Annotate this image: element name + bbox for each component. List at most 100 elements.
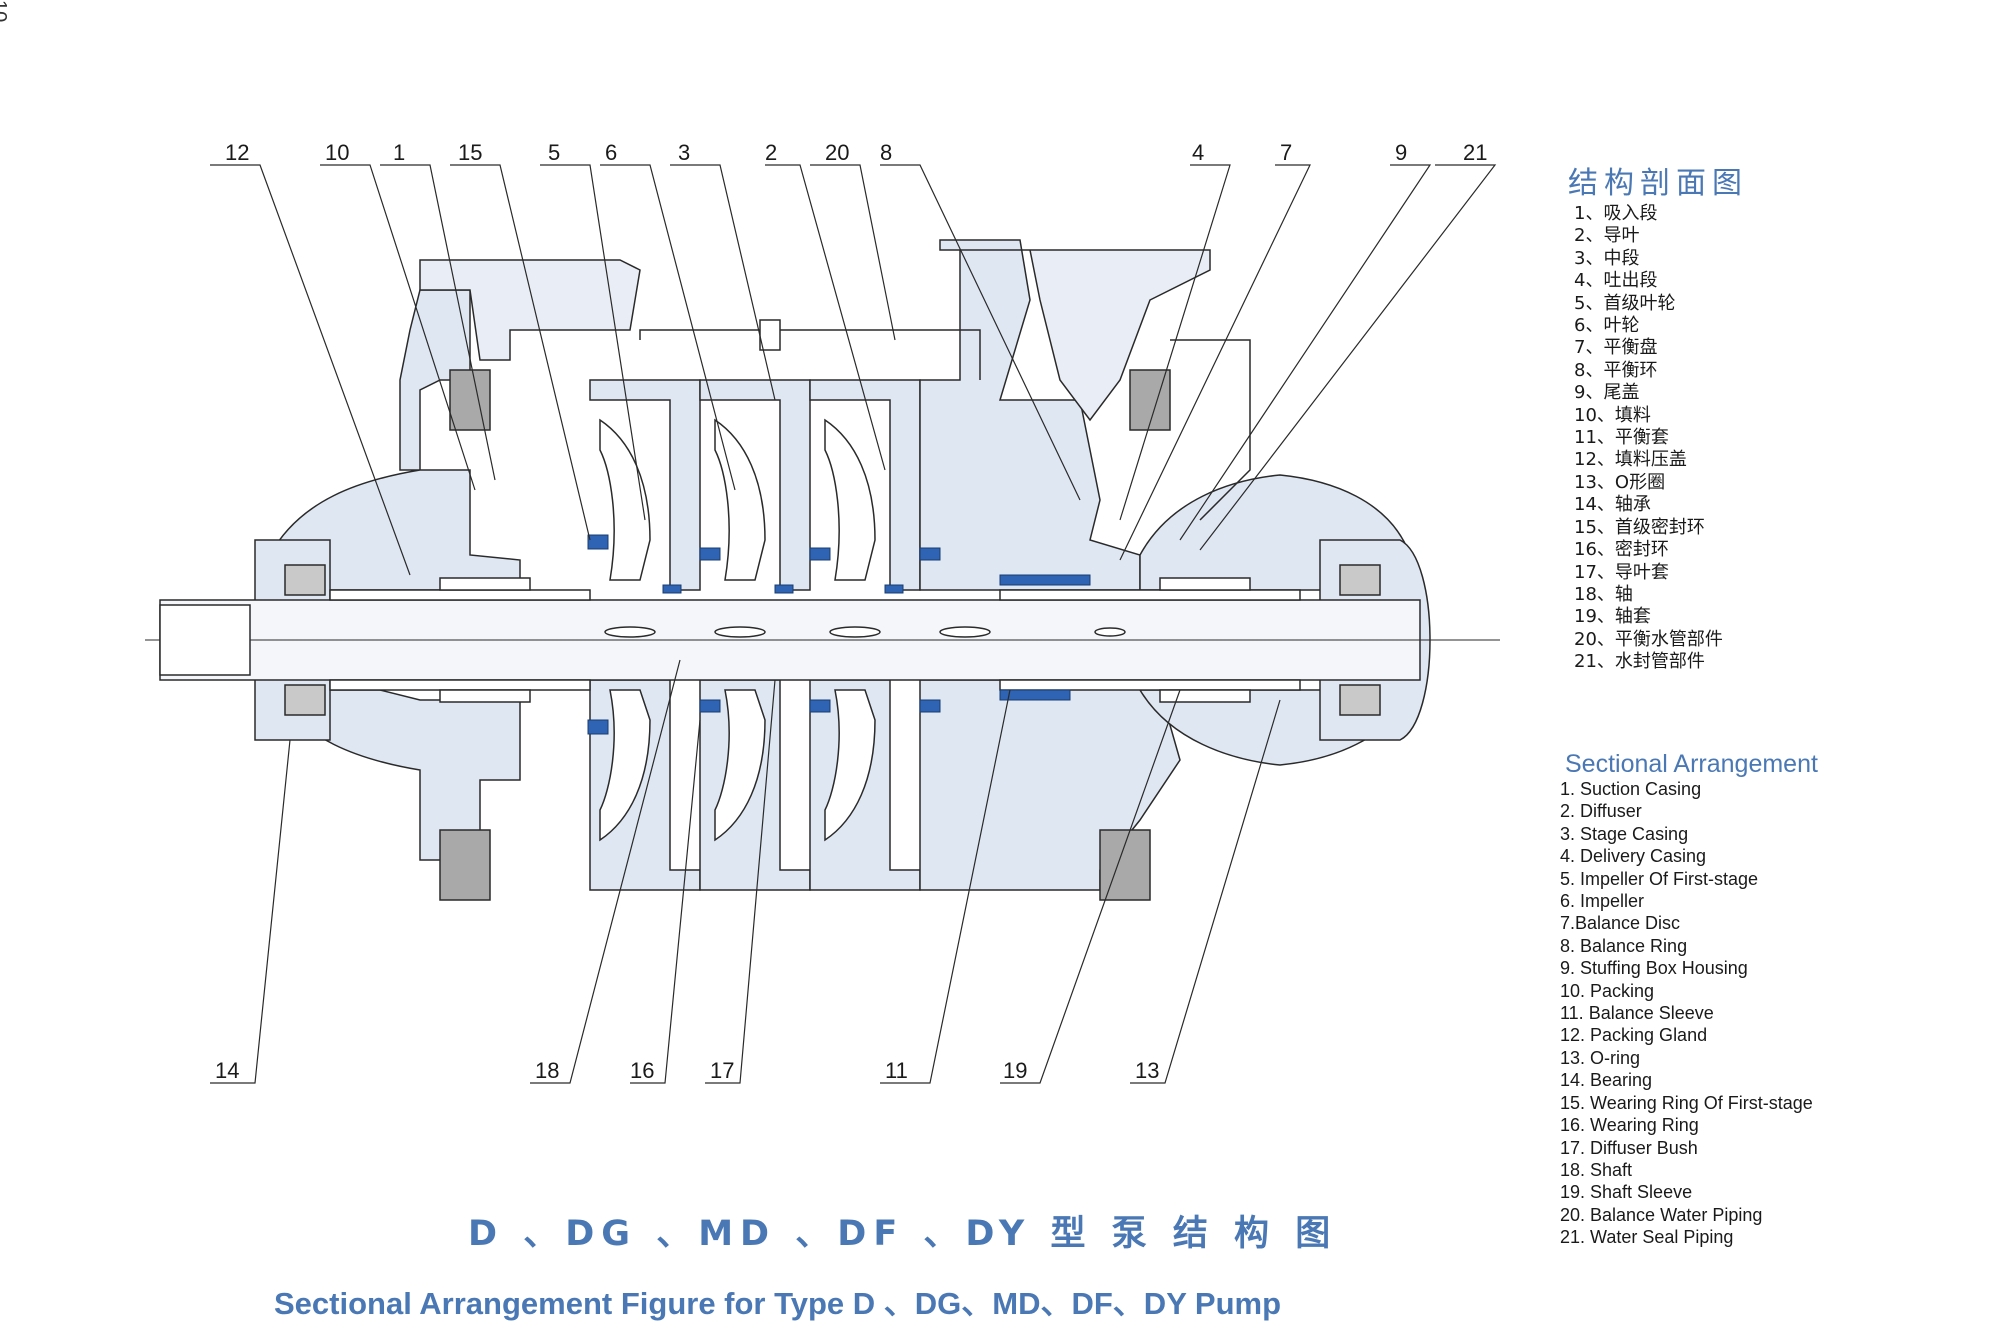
foot-right [1099,829,1151,901]
pipe-nut [759,319,781,351]
wearing-ring [699,547,721,561]
legend-en-item: 1. Suction Casing [1560,779,1702,799]
legend-en-item: 20. Balance Water Piping [1560,1204,1763,1225]
callout-top-9: 9 [1395,140,1407,165]
callout-top-7: 7 [1280,140,1292,165]
bearing-left-top [284,564,326,596]
legend-en-item: 12. Packing Gland [1560,1025,1708,1046]
callout-top-12: 12 [225,140,249,165]
sleeve-left [329,589,591,601]
legend-en-item: 3. Stage Casing [1560,823,1689,844]
balance-water-pipe [639,329,981,380]
legend-en-item: 9. Stuffing Box Housing [1560,958,1748,979]
water-seal-pipe [1170,339,1251,521]
wearing-ring [809,547,831,561]
foot-left [439,829,491,901]
packing-left-bottom [439,689,531,703]
legend-zh-item: 19、轴套 [1574,606,1651,628]
legend-zh-item: 1、吸入段 [1574,203,1658,224]
sleeve-left-low [329,679,591,691]
bearing-right-bottom [1339,684,1381,716]
diffuser-lower-2 [714,689,766,842]
legend-zh-item: 12、填料压盖 [1574,449,1687,471]
packing-right-top [1159,577,1251,591]
balance-ring-low [999,689,1071,701]
diffuser-bush [884,584,904,594]
shaft-slot [1094,627,1126,637]
diffuser-upper-1 [599,418,651,581]
shaft-end [159,604,251,676]
diffuser-upper-3 [824,418,876,581]
outlet-nozzle [960,249,1211,422]
shaft-slot [604,626,656,638]
callout-bottom-16: 16 [630,1058,654,1083]
legend-zh-item: 7、平衡盘 [1574,337,1658,359]
legend-zh-item: 4、吐出段 [1574,270,1658,292]
callout-bottom-18: 18 [535,1058,559,1083]
legend-en-item: 16. Wearing Ring [1560,1115,1699,1136]
gland-right [1129,369,1171,431]
callout-top-21: 21 [1463,140,1487,165]
bearing-left-bottom [284,684,326,716]
callout-top-5: 5 [548,140,560,165]
legend-en-item: 11. Balance Sleeve [1560,1003,1714,1024]
legend-zh-item: 20、平衡水管部件 [1574,628,1723,650]
callout-top-20: 20 [825,140,849,165]
legend-zh-item: 18、轴 [1574,583,1633,605]
title-english: Sectional Arrangement Figure for Type D … [274,1286,1282,1321]
legend-en-item: 19. Shaft Sleeve [1560,1182,1693,1203]
bearing-right-top [1339,564,1381,596]
legend-en-item: 17. Diffuser Bush [1560,1137,1698,1158]
gland-left [449,369,491,431]
shaft-slot [829,626,881,638]
legend-en-item: 18. Shaft [1560,1159,1633,1180]
legend-en-item: 6. Impeller [1560,891,1645,912]
legend-zh-heading: 结构剖面图 [1568,166,1748,201]
callout-top-8: 8 [880,140,892,165]
wearing-ring-low [919,699,941,713]
wearing-ring [919,547,941,561]
wearing-ring-low [809,699,831,713]
shaft-slot [939,626,991,638]
suction-casing-upper [269,289,521,591]
shaft-slot [714,626,766,638]
callout-top-15: 15 [458,140,482,165]
legend-zh-item: 14、轴承 [1574,494,1651,516]
callout-bottom-14: 14 [215,1058,239,1083]
legend-zh-item: 8、平衡环 [1574,359,1658,381]
legend-en-item: 10. Packing [1560,980,1655,1001]
diffuser-bush [774,584,794,594]
legend-zh-item: 3、中段 [1574,247,1640,269]
legend-en-item: 21. Water Seal Piping [1560,1227,1734,1248]
legend-en-item: 4. Delivery Casing [1560,846,1707,867]
legend-en-item: 7.Balance Disc [1560,913,1681,934]
diffuser-lower-3 [824,689,876,842]
callout-bottom-11: 11 [885,1058,908,1083]
legend-zh-item: 5、首级叶轮 [1574,292,1676,314]
legend-zh-item: 17、导叶套 [1574,561,1669,583]
legend-zh-item: 11、平衡套 [1574,427,1669,449]
callout-top-3: 3 [678,140,690,165]
legend-en-item: 13. O-ring [1560,1047,1641,1068]
title-chinese: D 、DG 、MD 、DF 、DY 型 泵 结 构 图 [468,1214,1338,1254]
callout-bottom-13: 13 [1135,1058,1159,1083]
sleeve-right-low [999,679,1301,691]
legend-zh-item: 2、导叶 [1574,225,1640,247]
legend-en-item: 8. Balance Ring [1560,935,1688,956]
legend-en-item: 15. Wearing Ring Of First-stage [1560,1092,1813,1113]
legend-zh-item: 16、密封环 [1574,539,1669,561]
callout-top-2: 2 [765,140,777,165]
callout-top-6: 6 [605,140,617,165]
legend-zh-item: 13、O形圈 [1574,471,1666,493]
callout-top-4: 4 [1192,140,1204,165]
callout-top-1: 1 [393,140,405,165]
wearing-ring-first-stage [587,534,609,550]
balance-ring [999,574,1091,586]
legend-zh-item: 21、水封管部件 [1574,651,1705,673]
legend-zh-item: 15、首级密封环 [1574,516,1705,538]
